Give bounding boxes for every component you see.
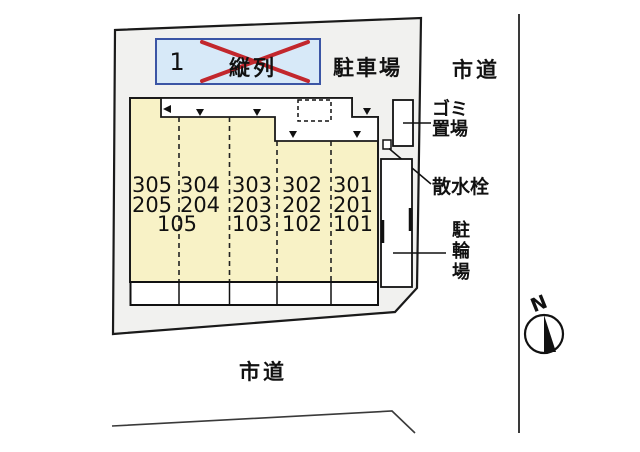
room-number-302: 302 xyxy=(281,173,323,197)
balcony-row xyxy=(129,281,379,306)
room-number-105: 105 xyxy=(156,212,198,236)
room-number-305: 305 xyxy=(131,173,173,197)
room-number-102: 102 xyxy=(281,212,323,236)
bicycle-rack-marks xyxy=(380,208,413,243)
parking-crossed-text: 縦列 xyxy=(229,56,277,80)
compass-icon xyxy=(523,313,565,355)
room-number-201: 201 xyxy=(332,193,374,217)
arrow-down-icon xyxy=(196,109,204,116)
room-number-203: 203 xyxy=(231,193,273,217)
room-number-202: 202 xyxy=(281,193,323,217)
road-edge-line-bottom xyxy=(111,410,416,434)
garbage-label-line2: 置場 xyxy=(432,119,468,140)
bicycle-parking-label: 駐輪場 xyxy=(449,220,470,283)
room-number-204: 204 xyxy=(179,193,221,217)
unit-dividers xyxy=(178,117,332,281)
entrance-marker-icons xyxy=(163,105,371,138)
room-number-205: 205 xyxy=(131,193,173,217)
bicycle-parking-box xyxy=(380,158,413,288)
road-label-right: 市道 xyxy=(452,58,500,82)
water-tap-box xyxy=(382,139,392,150)
red-cross-icon xyxy=(200,40,310,83)
arrow-down-icon xyxy=(363,108,371,115)
stairs-dashed-box xyxy=(297,99,332,122)
garbage-label-line1: ゴミ xyxy=(432,99,468,120)
garbage-area-label: ゴミ 置場 xyxy=(432,100,468,140)
room-number-301: 301 xyxy=(332,173,374,197)
room-number-101: 101 xyxy=(332,212,374,236)
water-tap-label: 散水栓 xyxy=(432,176,490,198)
arrow-down-icon xyxy=(353,131,361,138)
corridor-area xyxy=(160,97,379,142)
parking-space-number: 1 xyxy=(169,48,185,76)
room-number-103: 103 xyxy=(231,212,273,236)
arrow-left-icon xyxy=(163,105,171,113)
parking-area-label: 駐車場 xyxy=(333,56,402,80)
arrow-down-icon xyxy=(253,109,261,116)
room-number-303: 303 xyxy=(231,173,273,197)
arrow-down-icon xyxy=(289,131,297,138)
room-number-304: 304 xyxy=(179,173,221,197)
road-label-bottom: 市道 xyxy=(239,360,287,384)
